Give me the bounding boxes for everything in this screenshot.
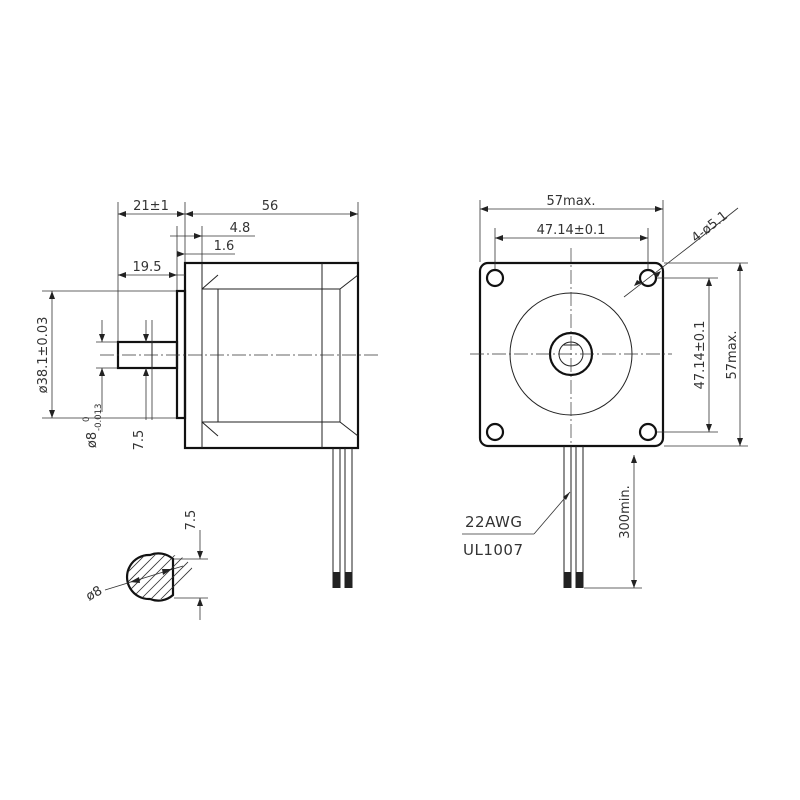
side-view: 56 21±1 4.8 1.6 19.5 ø38.1±0.03 [36,199,378,588]
dim-flange-1-6: 1.6 [214,239,235,254]
dim-shaft-19-5: 19.5 [133,260,162,275]
section-flat: 7.5 [184,510,199,531]
dim-front-width: 57max. [547,194,596,209]
mounting-hole-tr [638,268,658,288]
shaft-section: ø8 7.5 [83,510,208,620]
front-view: 57max. 47.14±0.1 47.14±0.1 57max. 4-ø5.1 [462,194,748,589]
svg-text:0: 0 [82,417,92,422]
section-diameter: ø8 [83,583,105,604]
dim-hole-spacing-v: 47.14±0.1 [693,321,708,390]
dim-flange-21: 21±1 [133,199,169,214]
motor-body [183,261,360,450]
hole-callout: 4-ø5.1 [689,209,731,246]
svg-text:-0.013: -0.013 [94,404,104,431]
flange-boss [175,289,187,420]
mounting-hole-br [638,422,658,442]
mounting-hole-bl [485,422,505,442]
dim-hole-spacing-h: 47.14±0.1 [537,223,606,238]
dim-flat-7-5: 7.5 [132,430,147,451]
wire-standard: UL1007 [463,541,524,559]
dim-length-56: 56 [262,199,279,214]
front-flange [478,261,665,448]
dim-pilot-diameter: ø38.1±0.03 [36,317,51,394]
dim-lead-length: 300min. [618,485,633,538]
wire-gauge: 22AWG [465,513,522,531]
dim-boss-4-8: 4.8 [230,221,251,236]
svg-text:ø8: ø8 [85,432,100,448]
mounting-hole-tl [485,268,505,288]
side-lead-wires [332,448,353,588]
dim-shaft-diameter: ø8 0 -0.013 [82,404,104,449]
dim-front-height: 57max. [725,331,740,380]
front-lead-wires [563,446,584,588]
